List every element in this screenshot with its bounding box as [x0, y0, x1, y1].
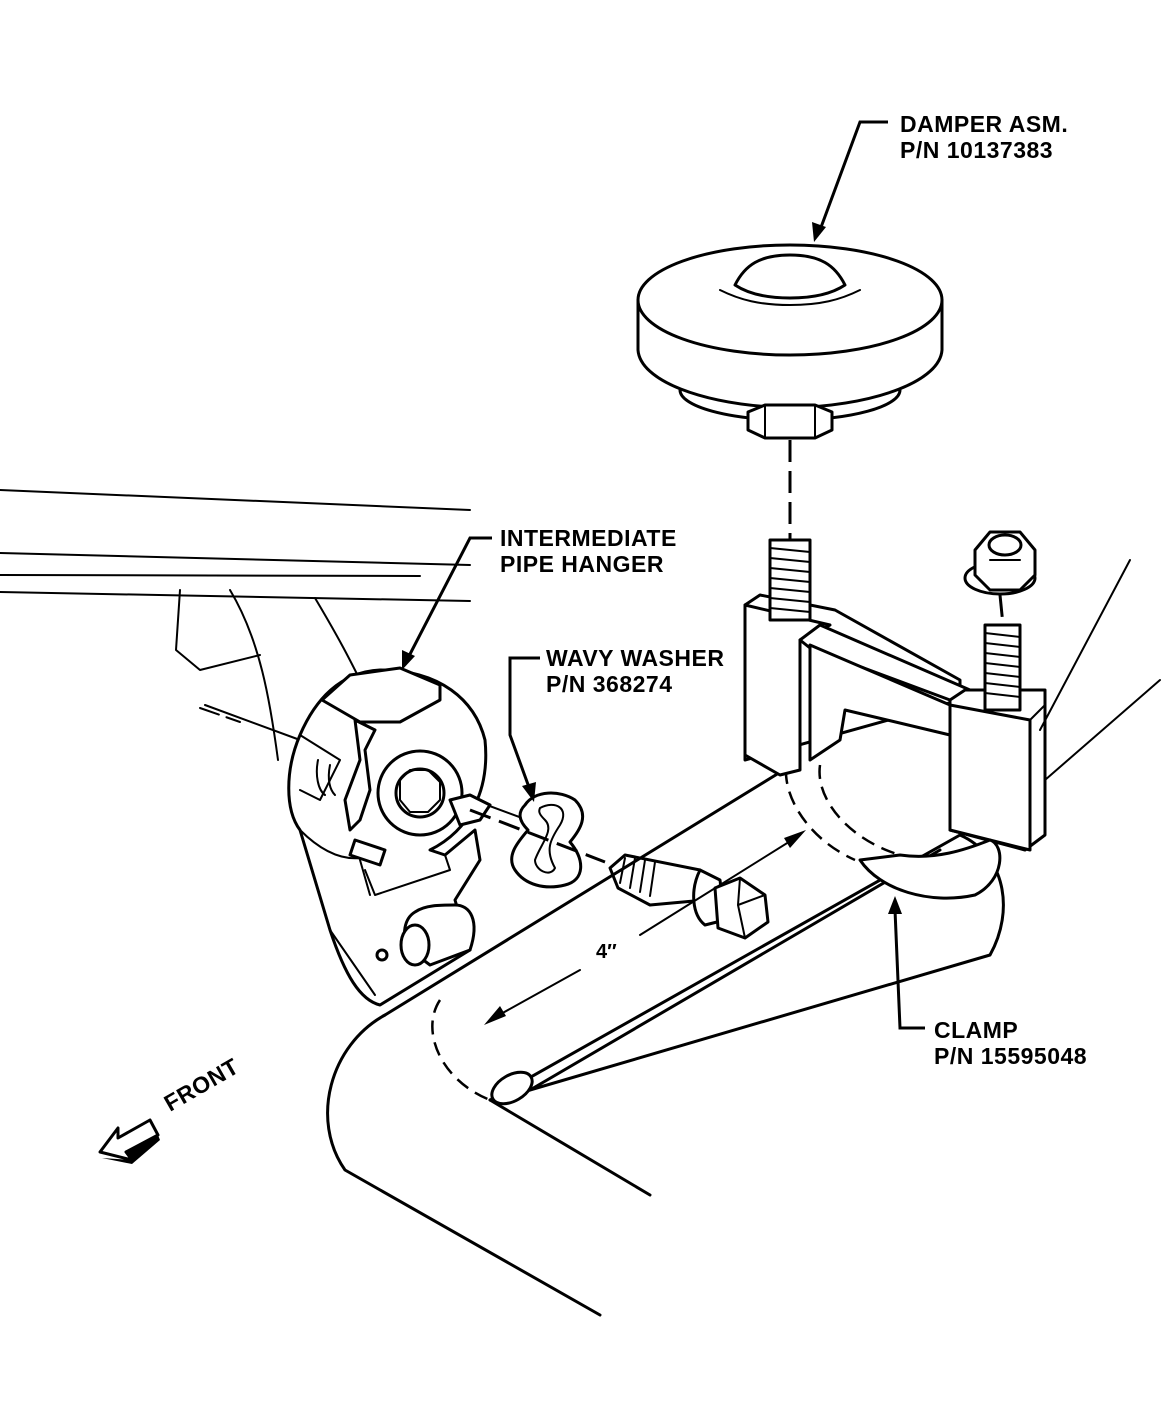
damper-label-line2: P/N 10137383 — [900, 137, 1053, 163]
clamp-label-line2: P/N 15595048 — [934, 1043, 1087, 1069]
leader-lines — [402, 120, 925, 1030]
frame-rail — [0, 489, 561, 833]
clamp-label-line1: CLAMP — [934, 1017, 1018, 1043]
clamp — [743, 538, 1161, 900]
intermediate-pipe-hanger — [287, 666, 492, 1007]
washer-label-line1: WAVY WASHER — [546, 645, 724, 671]
label-clamp: CLAMP P/N 15595048 — [934, 1017, 1087, 1069]
hanger-bolt — [608, 853, 770, 940]
front-label: FRONT — [160, 1053, 244, 1116]
dimension-4-inch: 4″ — [484, 830, 806, 1025]
label-damper-asm: DAMPER ASM. P/N 10137383 — [900, 111, 1068, 163]
front-arrow: FRONT — [98, 1053, 244, 1164]
assembly-centerlines — [199, 440, 1005, 864]
hanger-label-line1: INTERMEDIATE — [500, 525, 677, 551]
exhaust-pipe — [326, 758, 1005, 1317]
damper-label-line1: DAMPER ASM. — [900, 111, 1068, 137]
label-wavy-washer: WAVY WASHER P/N 368274 — [546, 645, 724, 697]
flange-nut — [963, 530, 1037, 596]
washer-label-line2: P/N 368274 — [546, 671, 672, 697]
dimension-label: 4″ — [596, 941, 617, 963]
damper-assembly — [636, 243, 944, 440]
hanger-label-line2: PIPE HANGER — [500, 551, 664, 577]
label-intermediate-pipe-hanger: INTERMEDIATE PIPE HANGER — [500, 525, 677, 577]
